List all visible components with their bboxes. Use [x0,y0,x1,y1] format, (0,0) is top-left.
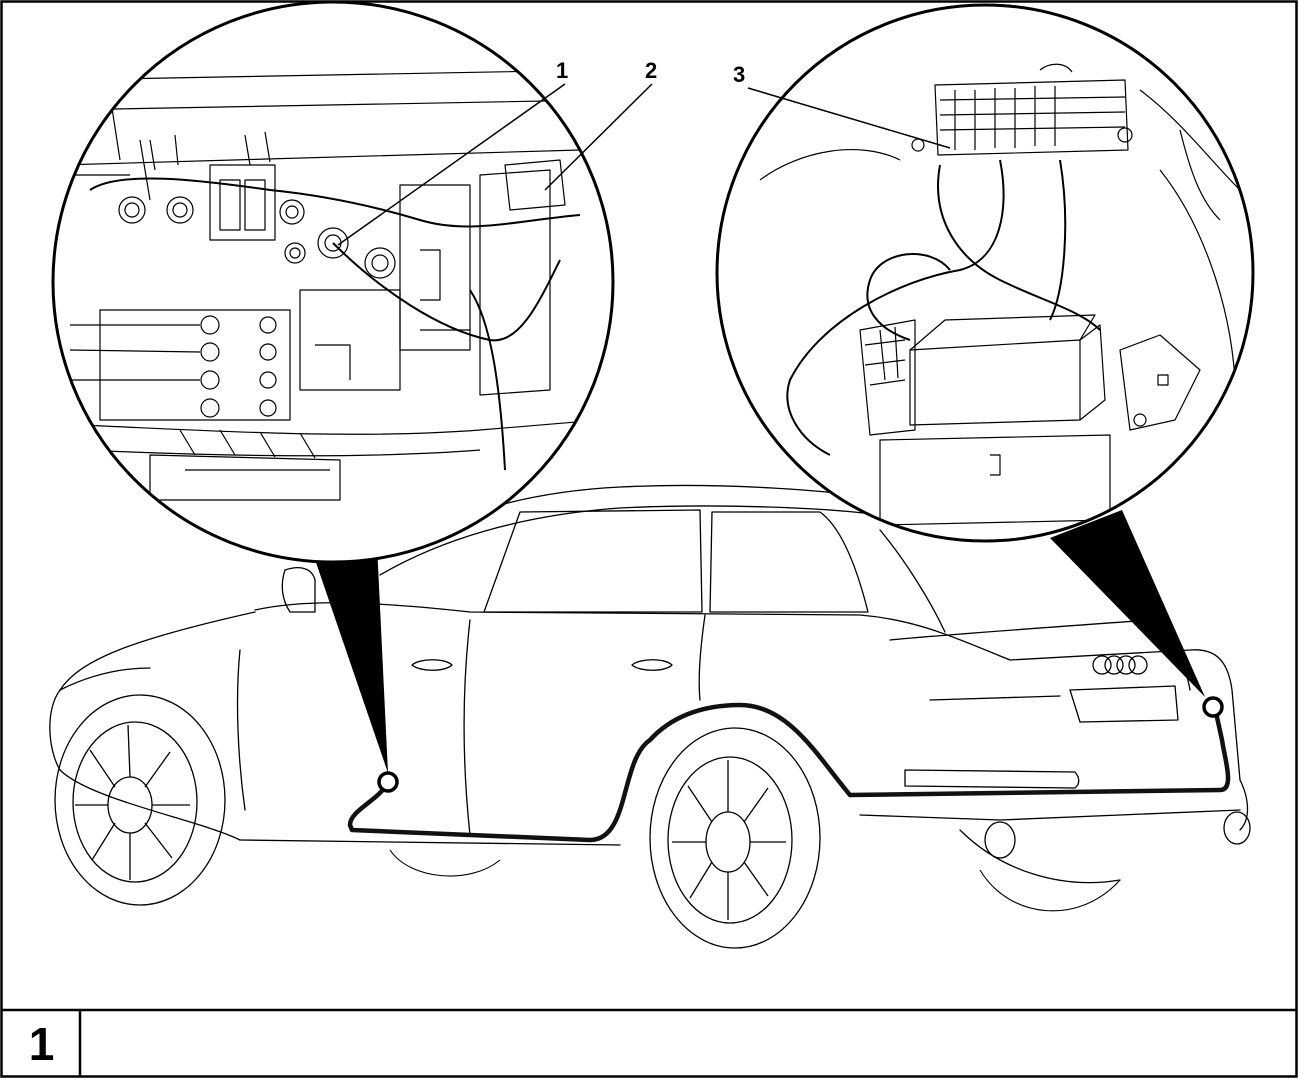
pointer-cone-left [310,524,388,773]
callout-3: 3 [733,62,746,87]
rear-wheel [649,727,821,949]
step-caption [82,1012,1294,1076]
step-number: 1 [28,1018,55,1070]
leader-line-2 [544,83,653,191]
callout-2: 2 [645,58,658,83]
vehicle-drawing [49,484,1251,884]
front-wheel [54,694,226,906]
callout-1: 1 [556,58,569,83]
leader-line-1 [337,83,566,246]
detail-circle-left [51,0,615,564]
leader-line-3 [747,87,951,149]
detail-circle-right [715,3,1255,543]
far-wheels [389,849,1121,912]
mount-point-rear [1202,696,1224,718]
cable-route [347,702,1231,843]
mount-point-front [377,771,399,793]
pointer-cone-right [1050,510,1205,697]
